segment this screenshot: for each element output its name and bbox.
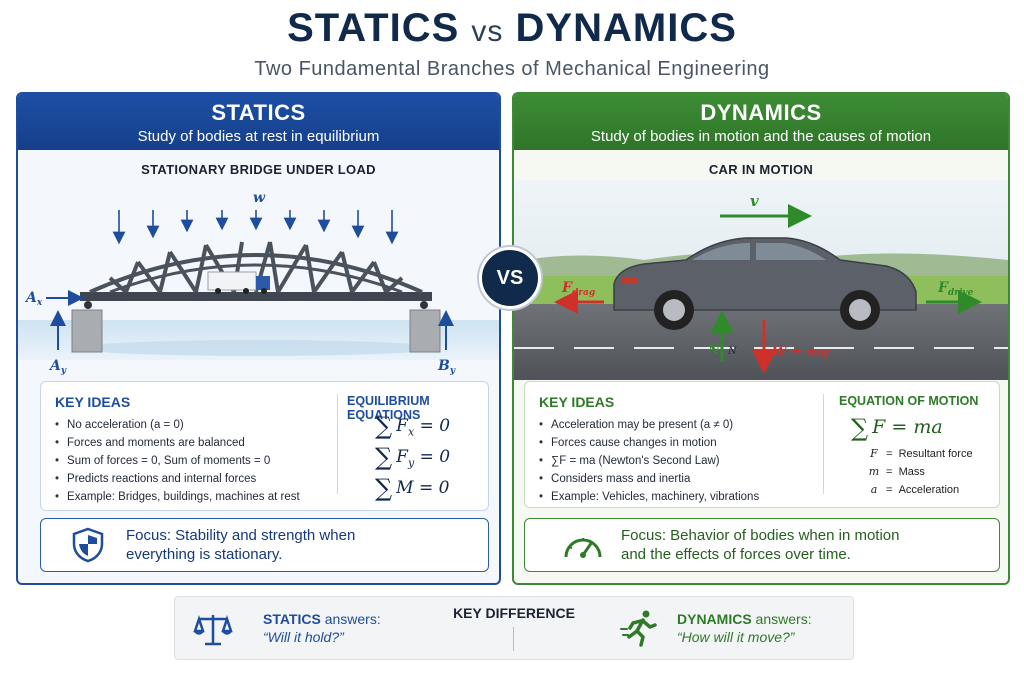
weight-label: W = mg: [772, 345, 829, 360]
list-item: Predicts reactions and internal forces: [55, 470, 300, 488]
statics-header: STATICS Study of bodies at rest in equil…: [18, 94, 499, 150]
equation-sum-m: ∑M = 0: [375, 474, 450, 502]
truck: [207, 271, 270, 294]
equation-of-motion-title: EQUATION OF MOTION: [839, 394, 979, 408]
statics-key-ideas-title: KEY IDEAS: [55, 394, 131, 410]
statics-heading: STATICS: [211, 100, 306, 125]
vs-badge: VS: [479, 247, 541, 309]
list-item: Considers mass and inertia: [539, 470, 759, 488]
list-item: No acceleration (a = 0): [55, 416, 300, 434]
balance-scale-icon: [193, 615, 233, 646]
equation-sum-f-ma: ∑F = ma: [851, 414, 943, 442]
car-scene-label: CAR IN MOTION: [708, 162, 814, 177]
statics-focus-box: Focus: Stability and strength when every…: [40, 518, 489, 572]
list-item: Example: Bridges, buildings, machines at…: [55, 488, 300, 506]
shield-icon: [72, 527, 104, 563]
list-item: Forces cause changes in motion: [539, 434, 759, 452]
title-statics: STATICS: [287, 6, 460, 50]
left-pier: [71, 309, 103, 353]
bridge-deck: [80, 292, 432, 301]
right-pier: [409, 309, 441, 353]
bridge-illustration: w Ax Ay By: [18, 190, 499, 376]
normal-force-label-small: N: [727, 346, 738, 357]
divider: [337, 394, 338, 494]
velocity-label: v: [750, 192, 759, 210]
equation-definitions: F = Resultant force m = Mass a = Acceler…: [865, 445, 973, 499]
reaction-by-label: By: [437, 358, 456, 376]
equation-sum-fy: ∑Fy = 0: [375, 443, 451, 471]
dynamics-header: DYNAMICS Study of bodies in motion and t…: [514, 94, 1008, 150]
list-item: Example: Vehicles, machinery, vibrations: [539, 488, 759, 506]
divider: [823, 394, 824, 494]
road: [514, 304, 1008, 380]
divider: [513, 627, 514, 651]
reaction-ax-label: Ax: [24, 290, 43, 308]
equilibrium-equations-title: EQUILIBRIUM EQUATIONS: [347, 394, 430, 422]
list-item: Forces and moments are balanced: [55, 434, 300, 452]
page-subtitle: Two Fundamental Branches of Mechanical E…: [254, 58, 770, 80]
normal-force-label: N: [707, 343, 721, 358]
drag-force-label: Fdrag: [561, 280, 595, 298]
page-title: STATICS vs DYNAMICS: [0, 6, 1024, 51]
load-label: w: [253, 190, 266, 206]
statics-key-ideas-list: No acceleration (a = 0) Forces and momen…: [55, 416, 300, 506]
title-dynamics: DYNAMICS: [515, 6, 737, 50]
definition-row: a = Acceleration: [870, 483, 960, 496]
statics-focus-text: Focus: Stability and strength when every…: [126, 527, 356, 563]
dynamics-answer: DYNAMICS answers: “How will it move?”: [677, 611, 812, 645]
drive-force-label: Fdrive: [937, 280, 974, 298]
bridge-truss: [89, 241, 423, 294]
bridge-scene-label: STATIONARY BRIDGE UNDER LOAD: [141, 162, 376, 177]
list-item: Sum of forces = 0, Sum of moments = 0: [55, 452, 300, 470]
dynamics-subheading: Study of bodies in motion and the causes…: [590, 128, 932, 145]
list-item: Acceleration may be present (a ≠ 0): [539, 416, 759, 434]
running-person-icon: [620, 610, 657, 647]
speedometer-icon: [564, 538, 602, 558]
dynamics-key-ideas-box: KEY IDEAS Acceleration may be present (a…: [524, 381, 1000, 508]
car-illustration: v Fdrag Fdrive N N W = mg: [514, 180, 1008, 380]
key-difference-title: KEY DIFFERENCE: [453, 605, 575, 621]
statics-key-ideas-box: KEY IDEAS No acceleration (a = 0) Forces…: [40, 381, 489, 511]
car: [613, 237, 917, 330]
statics-answer: STATICS answers: “Will it hold?”: [263, 611, 381, 645]
dynamics-key-ideas-list: Acceleration may be present (a ≠ 0) Forc…: [539, 416, 759, 506]
dynamics-key-ideas-title: KEY IDEAS: [539, 394, 615, 410]
statics-subheading: Study of bodies at rest in equilibrium: [137, 128, 380, 145]
list-item: ∑F = ma (Newton's Second Law): [539, 452, 759, 470]
dynamics-heading: DYNAMICS: [700, 100, 822, 125]
definition-row: F = Resultant force: [870, 447, 973, 460]
key-difference-box: KEY DIFFERENCE STATICS answers: “Will it…: [174, 596, 854, 660]
equation-sum-fx: ∑Fx = 0: [375, 412, 451, 440]
distributed-load-arrows: [112, 210, 399, 245]
dynamics-panel: DYNAMICS Study of bodies in motion and t…: [512, 92, 1010, 585]
dynamics-focus-box: Focus: Behavior of bodies when in motion…: [524, 518, 1000, 572]
statics-panel: STATICS Study of bodies at rest in equil…: [16, 92, 501, 585]
definition-row: m = Mass: [868, 465, 925, 478]
title-vs: vs: [471, 15, 504, 48]
dynamics-focus-text: Focus: Behavior of bodies when in motion…: [621, 527, 900, 563]
reaction-ay-label: Ay: [48, 358, 67, 376]
